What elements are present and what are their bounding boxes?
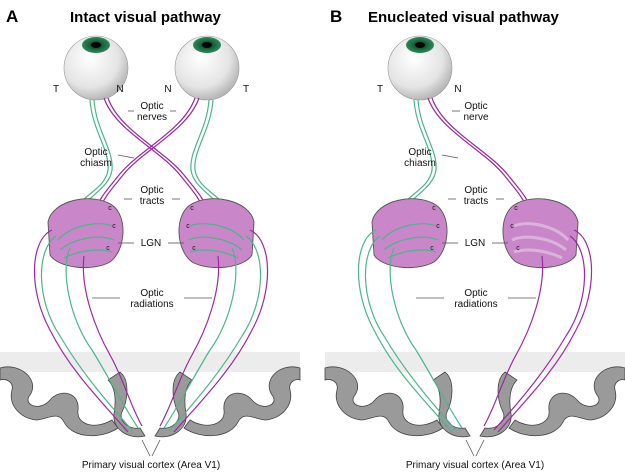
temporal-label: T <box>243 84 249 95</box>
lgn-layer-c: c <box>190 205 194 212</box>
panel-a: A Intact visual pathway T N N T <box>0 7 301 457</box>
optic-tracts-label: Optic <box>140 185 163 196</box>
cortex-section <box>0 352 301 438</box>
lgn-layer-c: c <box>516 245 520 252</box>
optic-radiations-label: radiations <box>130 299 173 310</box>
lgn-layer-c: c <box>510 223 514 230</box>
panel-b: B Enucleated visual pathway T N <box>324 7 625 457</box>
lgn-right: c c c <box>178 198 255 268</box>
lgn-left-b: c c c <box>371 198 448 268</box>
nasal-label: N <box>116 84 123 95</box>
optic-chiasm-label: Optic <box>408 147 431 158</box>
optic-chiasm-label: Optic <box>84 147 107 158</box>
lgn-label: LGN <box>141 238 162 249</box>
lgn-layer-c: c <box>112 223 116 230</box>
optic-radiations-b <box>357 229 593 433</box>
temporal-label: T <box>377 84 383 95</box>
nasal-label: N <box>454 84 461 95</box>
optic-nerve-label: Optic <box>464 101 487 112</box>
cortex-section <box>324 352 625 438</box>
cortex-caption-b: Primary visual cortex (Area V1) <box>406 460 544 471</box>
panel-b-letter: B <box>330 7 342 26</box>
lgn-layer-c: c <box>192 245 196 252</box>
optic-tracts-label: tracts <box>464 196 488 207</box>
lgn-layer-c: c <box>436 223 440 230</box>
panel-b-labels: Optic nerve Optic chiasm Optic tracts LG… <box>404 101 536 457</box>
temporal-label: T <box>53 84 59 95</box>
optic-radiations-label: Optic <box>464 288 487 299</box>
optic-nerves-label: nerves <box>137 112 167 123</box>
panel-a-labels: Optic nerves Optic chiasm Optic tracts L… <box>80 101 212 457</box>
optic-chiasm-label: chiasm <box>404 158 436 169</box>
lgn-layer-c: c <box>432 205 436 212</box>
optic-radiations-label: radiations <box>454 299 497 310</box>
nasal-label: N <box>164 84 171 95</box>
right-eye <box>174 35 240 101</box>
optic-radiations <box>33 229 269 433</box>
remaining-eye <box>387 35 453 101</box>
left-eye <box>63 35 129 101</box>
lgn-layer-c: c <box>186 223 190 230</box>
lgn-layer-c: c <box>430 245 434 252</box>
panel-a-letter: A <box>6 7 18 26</box>
optic-tracts-label: tracts <box>140 196 164 207</box>
optic-nerves-label: Optic <box>140 101 163 112</box>
optic-tracts-label: Optic <box>464 185 487 196</box>
lgn-layer-c: c <box>108 205 112 212</box>
optic-chiasm-label: chiasm <box>80 158 112 169</box>
lgn-label: LGN <box>465 238 486 249</box>
lgn-layer-c: c <box>106 245 110 252</box>
optic-radiations-label: Optic <box>140 288 163 299</box>
lgn-layer-c: c <box>514 205 518 212</box>
panel-b-title: Enucleated visual pathway <box>368 9 560 26</box>
panel-a-title: Intact visual pathway <box>70 9 222 26</box>
lgn-left: c c c <box>47 198 124 268</box>
lgn-right-b: c c c <box>502 198 579 268</box>
optic-nerve-label: nerve <box>463 112 488 123</box>
cortex-caption-a: Primary visual cortex (Area V1) <box>82 460 220 471</box>
